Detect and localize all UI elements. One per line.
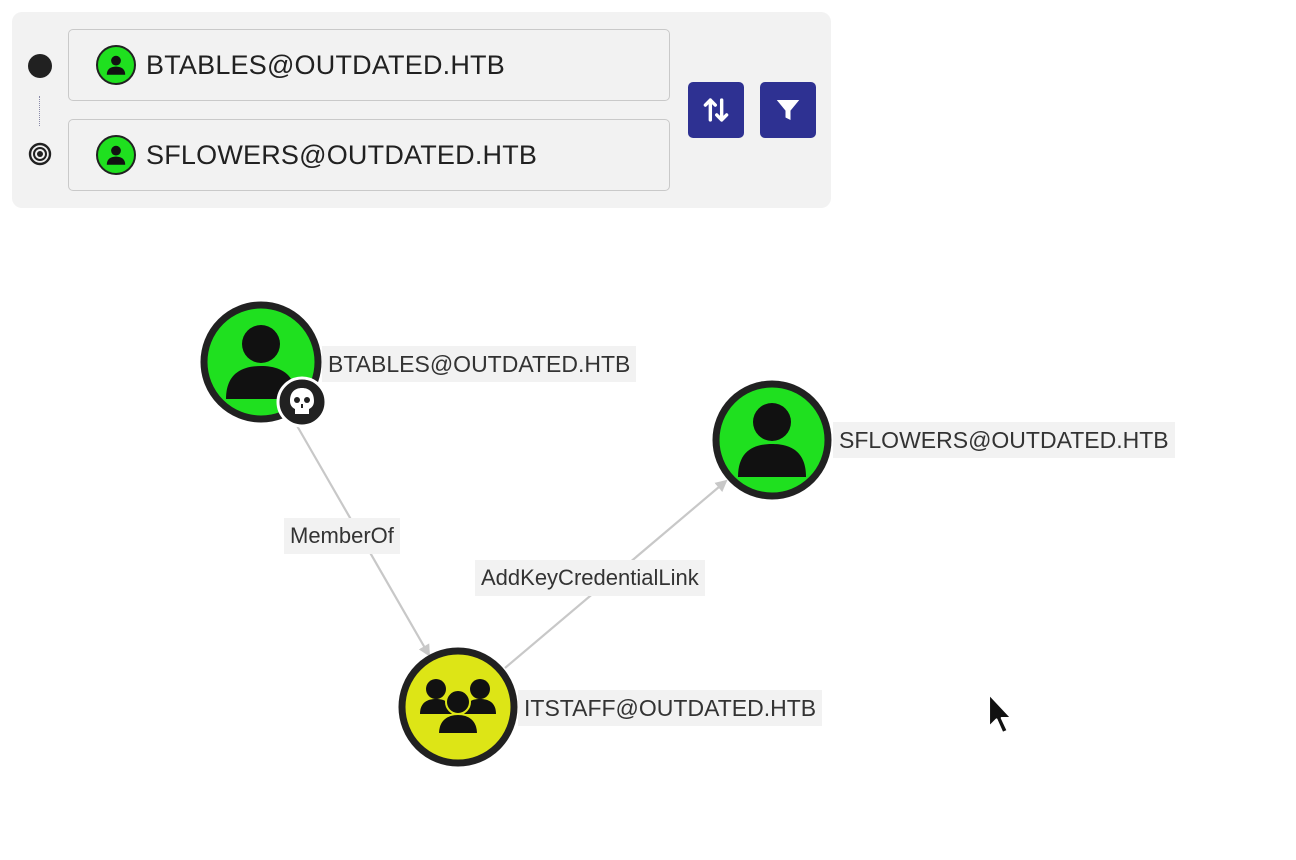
node-label-itstaff: ITSTAFF@OUTDATED.HTB	[518, 690, 823, 726]
node-label-sflowers: SFLOWERS@OUTDATED.HTB	[833, 422, 1175, 458]
mouse-cursor-icon	[987, 692, 1013, 735]
user-icon	[96, 45, 136, 85]
node-itstaff[interactable]	[398, 647, 518, 767]
path-connector	[39, 96, 40, 126]
node-sflowers[interactable]	[712, 380, 832, 500]
node-label-btables: BTABLES@OUTDATED.HTB	[322, 346, 637, 382]
target-node-input[interactable]: SFLOWERS@OUTDATED.HTB	[68, 119, 670, 191]
user-icon	[738, 403, 806, 477]
edge-filter-button[interactable]	[760, 82, 816, 138]
edge-label-addkeycredentiallink: AddKeyCredentialLink	[475, 560, 705, 596]
node-btables[interactable]	[200, 301, 328, 428]
swap-vertical-icon	[703, 98, 729, 122]
filter-icon	[776, 100, 800, 120]
user-icon	[226, 325, 296, 399]
start-node-value: BTABLES@OUTDATED.HTB	[146, 49, 505, 80]
start-node-indicator-icon	[28, 54, 52, 78]
target-node-indicator-icon	[28, 142, 52, 166]
target-node-value: SFLOWERS@OUTDATED.HTB	[146, 139, 538, 170]
group-icon	[420, 679, 496, 735]
user-icon	[96, 135, 136, 175]
start-node-input[interactable]: BTABLES@OUTDATED.HTB	[68, 29, 670, 101]
skull-icon	[276, 376, 328, 428]
swap-nodes-button[interactable]	[688, 82, 744, 138]
edge-label-memberof: MemberOf	[284, 518, 400, 554]
